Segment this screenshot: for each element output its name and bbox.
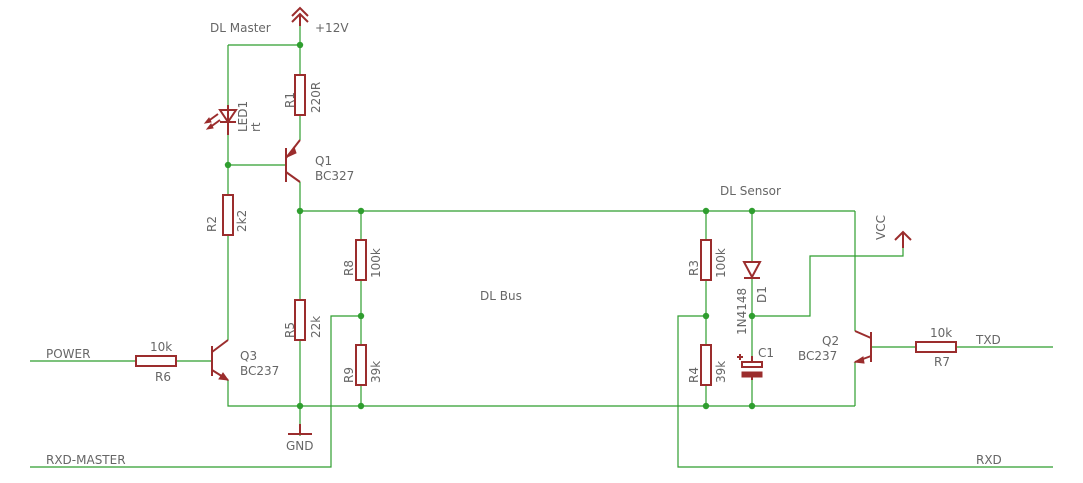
r4-name-label: R4 — [687, 367, 701, 383]
junction-dot — [296, 402, 304, 410]
transistor-q3 — [211, 339, 230, 381]
supply-12v-symbol — [291, 6, 309, 26]
junctions — [224, 41, 756, 410]
q2-value-label: BC237 — [798, 349, 837, 363]
q1-name-label: Q1 — [315, 154, 332, 168]
q2-name-label: Q2 — [822, 334, 839, 348]
vcc-symbol — [894, 230, 912, 248]
r2-value-label: 2k2 — [235, 210, 249, 232]
c1-name-label: C1 — [758, 346, 774, 360]
junction-dot — [748, 402, 756, 410]
junction-dot — [748, 207, 756, 215]
rxd-signal-label: RXD — [976, 453, 1002, 467]
junction-dot — [224, 161, 232, 169]
dl-sensor-label: DL Sensor — [720, 184, 781, 198]
resistor-r3 — [700, 239, 712, 281]
resistor-r5 — [294, 299, 306, 341]
junction-dot — [357, 312, 365, 320]
d1-name-label: D1 — [755, 286, 769, 303]
dl-bus-label: DL Bus — [480, 289, 522, 303]
r3-value-label: 100k — [714, 248, 728, 278]
dl-master-label: DL Master — [210, 21, 271, 35]
junction-dot — [296, 41, 304, 49]
txd-signal-label: TXD — [975, 333, 1001, 347]
plus12v-label: +12V — [315, 21, 349, 35]
r2-name-label: R2 — [205, 216, 219, 232]
transistor-q2 — [853, 330, 872, 364]
r1-name-label: R1 — [283, 92, 297, 108]
r1-value-label: 220R — [309, 82, 323, 113]
resistor-r4 — [700, 344, 712, 386]
junction-dot — [702, 312, 710, 320]
r3-name-label: R3 — [687, 260, 701, 276]
junction-dot — [748, 312, 756, 320]
transistor-q1 — [285, 139, 301, 183]
r9-value-label: 39k — [369, 361, 383, 383]
rxd-master-signal-label: RXD-MASTER — [46, 453, 126, 467]
r6-name-label: R6 — [155, 370, 171, 384]
r8-name-label: R8 — [342, 260, 356, 276]
led-symbol — [203, 105, 238, 135]
junction-dot — [702, 207, 710, 215]
power-signal-label: POWER — [46, 347, 90, 361]
junction-dot — [357, 402, 365, 410]
vcc-label: VCC — [874, 215, 888, 240]
resistor-r7 — [915, 341, 957, 353]
resistor-r9 — [355, 344, 367, 386]
resistor-r1 — [294, 74, 306, 116]
resistor-r2 — [222, 194, 234, 236]
r6-value-label: 10k — [150, 340, 172, 354]
led1-value-label: rt — [249, 122, 263, 132]
junction-dot — [357, 207, 365, 215]
r5-name-label: R5 — [283, 322, 297, 338]
junction-dot — [296, 207, 304, 215]
q1-value-label: BC327 — [315, 169, 354, 183]
r5-value-label: 22k — [309, 316, 323, 338]
r9-name-label: R9 — [342, 367, 356, 383]
r4-value-label: 39k — [714, 361, 728, 383]
capacitor-symbol — [737, 354, 763, 380]
junction-dot — [702, 402, 710, 410]
r7-value-label: 10k — [930, 326, 952, 340]
wires — [30, 18, 1053, 468]
q3-name-label: Q3 — [240, 349, 257, 363]
r7-name-label: R7 — [934, 355, 950, 369]
resistor-r8 — [355, 239, 367, 281]
q3-value-label: BC237 — [240, 364, 279, 378]
gnd-label: GND — [286, 439, 314, 453]
diode-symbol — [742, 261, 762, 280]
resistor-r6 — [135, 355, 177, 367]
gnd-symbol — [288, 424, 312, 435]
r8-value-label: 100k — [369, 248, 383, 278]
led1-name-label: LED1 — [236, 101, 250, 132]
d1-value-label: 1N4148 — [735, 288, 749, 335]
